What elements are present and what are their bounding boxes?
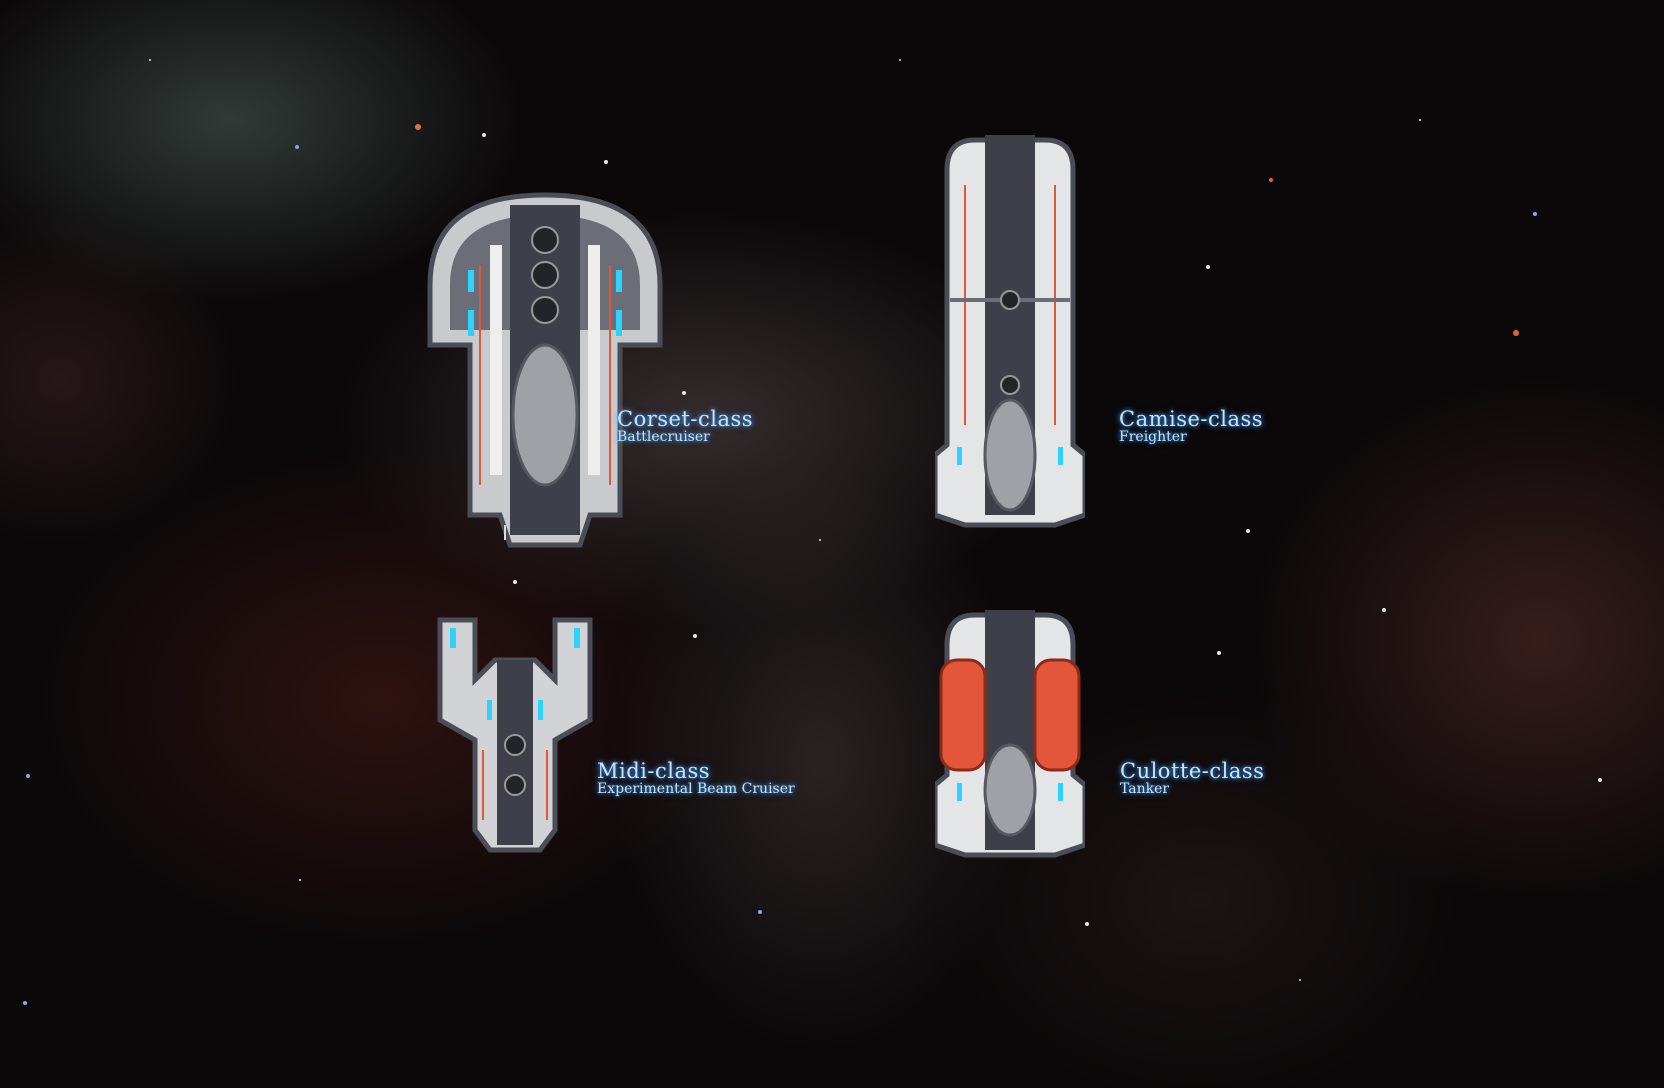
ship-name: Corset-class <box>617 407 754 431</box>
star <box>1299 979 1301 981</box>
camise-ship-icon[interactable] <box>935 125 1085 530</box>
star <box>26 774 30 778</box>
ship-name: Culotte-class <box>1120 759 1265 783</box>
star <box>1206 265 1210 269</box>
star <box>1217 651 1221 655</box>
star <box>1085 922 1089 926</box>
star <box>1419 119 1421 121</box>
star <box>295 145 299 149</box>
ship-name: Camise-class <box>1119 407 1264 431</box>
ship-name: Midi-class <box>597 759 711 783</box>
ship-label-corset: Corset-class Battlecruiser <box>617 407 753 445</box>
ship-label-camise: Camise-class Freighter <box>1119 407 1263 445</box>
star <box>1269 178 1273 182</box>
ship-role: Experimental Beam Cruiser <box>597 781 795 797</box>
star <box>299 879 301 881</box>
corset-ship-icon[interactable] <box>410 185 680 555</box>
ship-role: Battlecruiser <box>617 429 710 445</box>
star <box>23 1001 27 1005</box>
midi-ship-icon[interactable] <box>435 600 595 865</box>
ship-label-culotte: Culotte-class Tanker <box>1120 759 1264 797</box>
star <box>1382 608 1386 612</box>
star <box>693 634 697 638</box>
star <box>415 124 421 130</box>
star <box>1246 529 1250 533</box>
star <box>819 539 821 541</box>
star <box>1513 330 1519 336</box>
ship-role: Freighter <box>1119 429 1187 445</box>
star <box>482 133 486 137</box>
star <box>758 910 762 914</box>
star <box>604 160 608 164</box>
star <box>1598 778 1602 782</box>
ship-role: Tanker <box>1120 781 1170 797</box>
star <box>682 391 686 395</box>
star <box>513 580 517 584</box>
star <box>149 59 151 61</box>
star <box>899 59 901 61</box>
culotte-ship-icon[interactable] <box>935 605 1085 865</box>
star <box>1533 212 1537 216</box>
ship-label-midi: Midi-class Experimental Beam Cruiser <box>597 759 795 797</box>
